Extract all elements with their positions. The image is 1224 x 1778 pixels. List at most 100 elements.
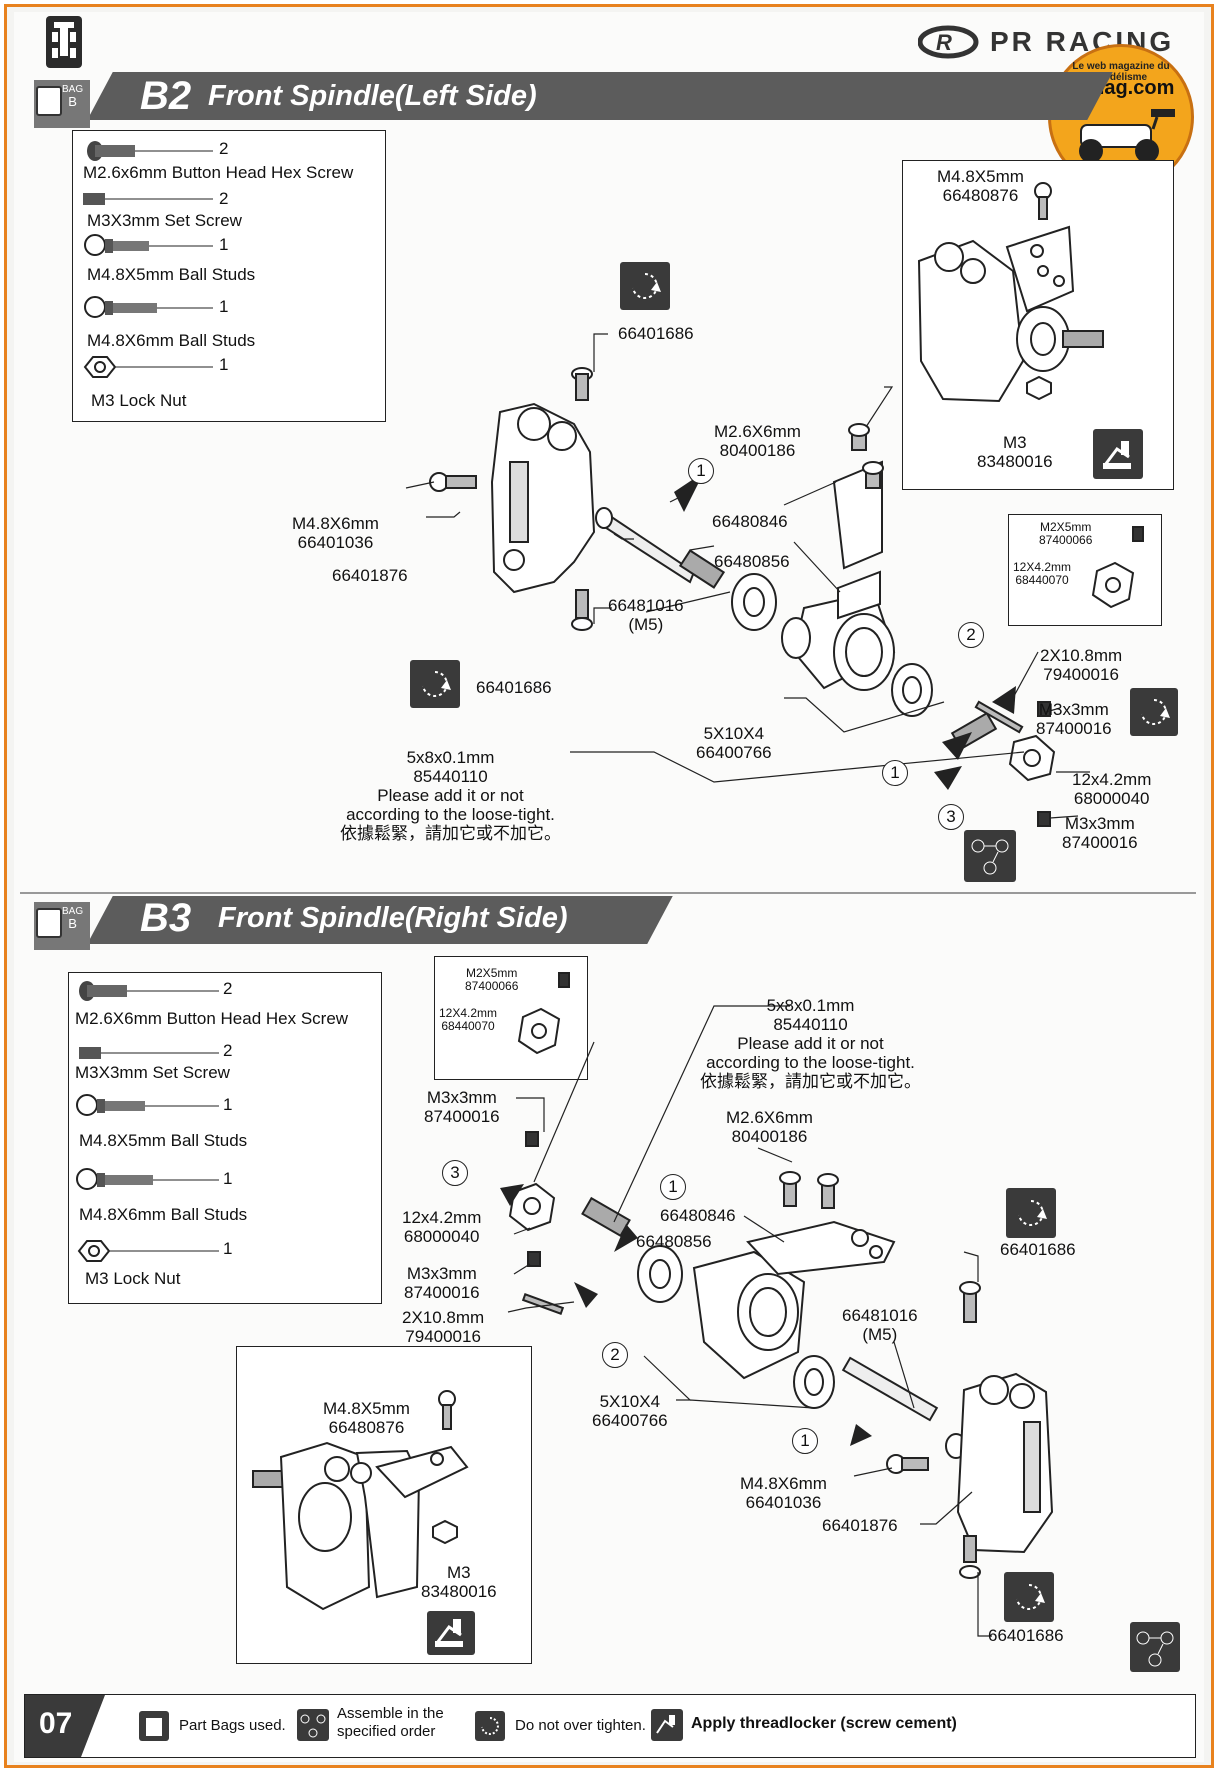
b3-part-1-name: M2.6X6mm Button Head Hex Screw xyxy=(75,1009,349,1028)
brand-logo: R PR RACING xyxy=(918,24,1198,60)
threadlocker-icon xyxy=(427,1611,475,1655)
threadlocker-icon xyxy=(651,1709,683,1741)
b3-order-3: 3 xyxy=(442,1160,468,1186)
torque-icon xyxy=(620,262,670,310)
order-icon xyxy=(297,1709,329,1741)
b3-order-2: 2 xyxy=(602,1342,628,1368)
legend-part-bags: Part Bags used. xyxy=(179,1717,286,1734)
b2-part-2-qty: 2 xyxy=(219,189,229,208)
b2-part-4-qty: 1 xyxy=(219,297,229,316)
b2-hex-drawing xyxy=(1091,526,1144,609)
torque-icon xyxy=(475,1711,505,1741)
b2-part-1-name: M2.6x6mm Button Head Hex Screw xyxy=(83,163,354,182)
b2-assembled-drawing xyxy=(917,182,1104,403)
b3-parts-drawings xyxy=(76,981,219,1262)
b3-exploded-drawing xyxy=(500,1005,1054,1637)
b2-part-2-name: M3X3mm Set Screw xyxy=(87,211,242,230)
b3-assembled-drawing xyxy=(252,1390,469,1611)
b2-parts-list: 2 M2.6x6mm Button Head Hex Screw 2 M3X3m… xyxy=(72,130,386,422)
b3-part-4-qty: 1 xyxy=(223,1169,233,1188)
b2-callout-66401686-top: 66401686 xyxy=(618,324,694,343)
svg-text:R: R xyxy=(936,30,952,55)
b2-order-1-top: 1 xyxy=(688,458,714,484)
b2-callout-66401876: 66401876 xyxy=(332,566,408,585)
b2-order-2: 2 xyxy=(958,622,984,648)
b3-part-3-qty: 1 xyxy=(223,1095,233,1114)
b2-parts-drawings xyxy=(83,141,213,378)
legend-do-not-over-tighten: Do not over tighten. xyxy=(515,1717,646,1734)
watermark-tagline: Le web magazine du modélisme xyxy=(1072,61,1170,83)
b3-part-3-name: M4.8X5mm Ball Studs xyxy=(79,1131,248,1150)
b3-step-number: B3 xyxy=(140,896,192,940)
b2-callout-66481016: 66481016(M5) xyxy=(608,596,684,634)
order-icon xyxy=(1130,1622,1180,1672)
torque-icon xyxy=(410,660,460,708)
b3-order-1-top: 1 xyxy=(660,1174,686,1200)
torque-icon xyxy=(1130,688,1178,736)
b3-callout-66481016: 66481016(M5) xyxy=(842,1306,918,1344)
b3-hex-drawing xyxy=(517,972,570,1055)
b2-part-5-qty: 1 xyxy=(219,355,229,374)
order-icon xyxy=(964,830,1016,882)
b3-parts-list: 2 M2.6X6mm Button Head Hex Screw 2 M3X3m… xyxy=(68,972,382,1304)
b2-bag-glyph xyxy=(36,86,62,116)
b3-part-2-qty: 2 xyxy=(223,1041,233,1060)
b3-part-5-name: M3 Lock Nut xyxy=(85,1269,181,1288)
car-icon xyxy=(46,16,82,68)
b3-part-5-qty: 1 xyxy=(223,1239,233,1258)
section-divider xyxy=(20,892,1196,894)
b3-bag-glyph xyxy=(36,908,62,938)
b2-step-number: B2 xyxy=(140,74,192,118)
b2-part-1-qty: 2 xyxy=(219,139,229,158)
manual-page: R PR RACING Le web magazine du modélisme… xyxy=(14,12,1204,1762)
b3-part-1-qty: 2 xyxy=(223,979,233,998)
b2-order-3: 3 xyxy=(938,804,964,830)
b2-callout-66480846: 66480846 xyxy=(712,512,788,531)
bag-icon xyxy=(139,1711,169,1741)
torque-icon xyxy=(1004,1572,1054,1622)
b3-callout-66401876: 66401876 xyxy=(822,1516,898,1535)
b2-exploded-drawing xyxy=(405,333,1090,827)
b3-callout-66480846: 66480846 xyxy=(660,1206,736,1225)
b3-order-1-bottom: 1 xyxy=(792,1428,818,1454)
b3-callout-66480856: 66480856 xyxy=(636,1232,712,1251)
b3-part-2-name: M3X3mm Set Screw xyxy=(75,1063,230,1082)
page-number: 07 xyxy=(39,1707,73,1740)
b3-title: Front Spindle(Right Side) xyxy=(218,902,568,934)
b2-part-4-name: M4.8X6mm Ball Studs xyxy=(87,331,256,350)
legend-threadlocker: Apply threadlocker (screw cement) xyxy=(691,1715,957,1732)
b2-part-3-name: M4.8X5mm Ball Studs xyxy=(87,265,256,284)
b2-part-5-name: M3 Lock Nut xyxy=(91,391,187,410)
b2-callout-66401686-bottom: 66401686 xyxy=(476,678,552,697)
b2-part-3-qty: 1 xyxy=(219,235,229,254)
b2-order-1-bottom: 1 xyxy=(882,760,908,786)
torque-icon xyxy=(1006,1188,1056,1238)
